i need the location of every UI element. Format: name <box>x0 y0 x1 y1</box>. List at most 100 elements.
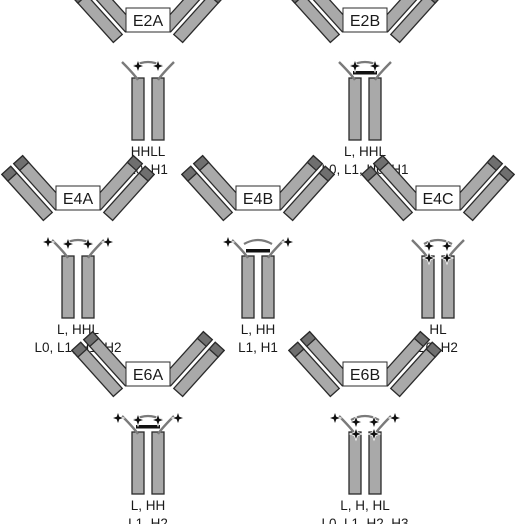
disulfide-bar <box>246 249 270 253</box>
light-chain-cap <box>208 341 226 358</box>
fc-left-bar <box>421 255 435 319</box>
hinge-top <box>243 238 273 245</box>
panel-label-box <box>235 185 281 211</box>
panel-label: E4C <box>422 191 453 208</box>
disulfide-star-icon <box>439 238 455 254</box>
fab-right-arm <box>160 0 226 44</box>
antibody-e4b: E4B L, HH L1, H1 <box>180 154 336 355</box>
hinge-right <box>374 61 392 81</box>
fab-right-arm <box>377 0 443 44</box>
caption-line-2: L1, H2 <box>128 516 168 524</box>
fc-right-bar <box>151 77 165 141</box>
disulfide-star-icon <box>150 58 166 74</box>
caption-line-1: L, HH <box>131 498 166 513</box>
disulfide-star-icon <box>439 250 455 266</box>
fc-right-bar <box>368 431 382 495</box>
panel-label: E4A <box>63 191 94 208</box>
fab-right-arm <box>270 154 336 222</box>
panel-label-box <box>125 7 171 33</box>
hinge-left <box>338 61 356 81</box>
fab-left-arm <box>0 154 66 222</box>
fc-left-bar <box>241 255 255 319</box>
light-chain-cap <box>360 165 378 182</box>
heavy-chain-cap <box>306 154 324 172</box>
caption-line-2: L0, L1, H2, H3 <box>321 516 408 524</box>
light-chain-bar <box>389 0 443 44</box>
fc-right-bar <box>81 255 95 319</box>
caption-line-1: HHLL <box>131 144 166 159</box>
caption-line-1: L, HHL <box>344 144 387 159</box>
fab-left-arm <box>70 330 136 398</box>
disulfide-star-icon <box>327 410 343 426</box>
disulfide-star-icon <box>130 412 146 428</box>
fab-right-arm <box>377 330 443 398</box>
fc-left-bar <box>61 255 75 319</box>
fc-right-bar <box>151 431 165 495</box>
panel-label-box <box>415 185 461 211</box>
panel-label-box <box>125 361 171 387</box>
fc-left-bar <box>131 431 145 495</box>
disulfide-star-icon <box>220 234 236 250</box>
disulfide-star-icon <box>366 426 382 442</box>
disulfide-star-icon <box>80 236 96 252</box>
disulfide-bar <box>136 425 160 429</box>
antibody-e6b: E6B L, H, HL L0, L1, H2, H3 <box>287 330 443 524</box>
light-chain-bar <box>70 0 124 44</box>
panel-label: E4B <box>243 191 273 208</box>
panel-label: E6B <box>350 367 380 384</box>
antibody-e4c: E4CHLL0, H2 <box>360 154 516 355</box>
heavy-chain-cap <box>82 330 100 348</box>
light-chain-cap <box>70 341 88 358</box>
caption-line-1: L, H, HL <box>340 498 390 513</box>
disulfide-star-icon <box>347 58 363 74</box>
light-chain-bar <box>172 0 226 44</box>
disulfide-star-icon <box>348 414 364 430</box>
heavy-chain-cap <box>192 154 210 172</box>
fab-left-arm <box>287 330 353 398</box>
hinge-left <box>121 61 139 81</box>
disulfide-star-icon <box>100 234 116 250</box>
fab-right-arm <box>450 154 516 222</box>
heavy-chain-cap <box>196 330 214 348</box>
hinge-top <box>423 238 453 245</box>
disulfide-star-icon <box>110 410 126 426</box>
light-chain-cap <box>318 165 336 182</box>
disulfide-star-icon <box>387 410 403 426</box>
heavy-chain-cap <box>12 154 30 172</box>
light-chain-bar <box>287 0 341 44</box>
hinge-right <box>157 61 175 81</box>
disulfide-star-icon <box>280 234 296 250</box>
light-chain-cap <box>498 165 516 182</box>
fab-left-arm <box>180 154 246 222</box>
caption-line-1: L, HH <box>241 322 276 337</box>
disulfide-star-icon <box>366 414 382 430</box>
caption-line-2: L1, H1 <box>238 340 278 355</box>
panel-label-box <box>55 185 101 211</box>
panel-label: E2B <box>350 13 380 30</box>
caption-line-1: L, HHL <box>57 322 100 337</box>
fc-right-bar <box>368 77 382 141</box>
light-chain-cap <box>0 165 18 182</box>
fc-right-bar <box>441 255 455 319</box>
disulfide-star-icon <box>367 58 383 74</box>
fc-left-bar <box>348 431 362 495</box>
disulfide-star-icon <box>150 412 166 428</box>
light-chain-cap <box>138 165 156 182</box>
fc-right-bar <box>261 255 275 319</box>
light-chain-cap <box>180 165 198 182</box>
disulfide-star-icon <box>60 236 76 252</box>
caption-line-1: HL <box>429 322 447 337</box>
panel-label-box <box>342 7 388 33</box>
heavy-chain-cap <box>126 154 144 172</box>
heavy-chain-cap <box>299 330 317 348</box>
panel-label: E2A <box>133 13 164 30</box>
heavy-chain-cap <box>413 330 431 348</box>
disulfide-star-icon <box>421 250 437 266</box>
fab-left-arm <box>70 0 136 44</box>
light-chain-cap <box>287 341 305 358</box>
fc-left-bar <box>131 77 145 141</box>
disulfide-star-icon <box>170 410 186 426</box>
